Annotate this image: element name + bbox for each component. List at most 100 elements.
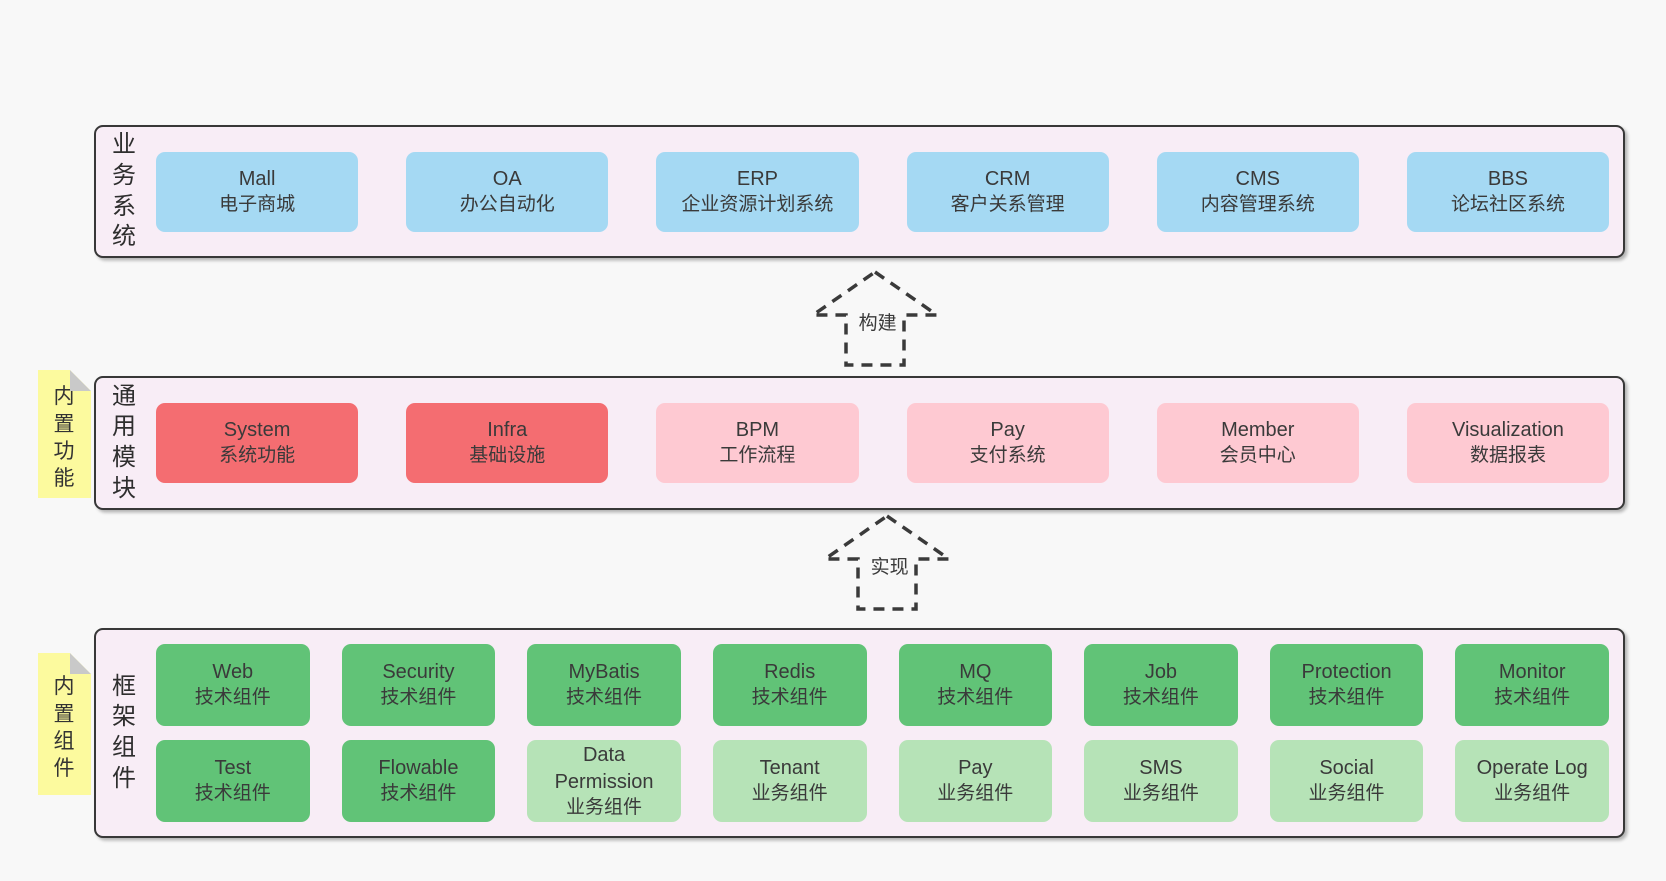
dashed-up-arrow-icon bbox=[822, 513, 952, 611]
implement-arrow-icon: 实现 bbox=[822, 512, 952, 612]
box-title: OA bbox=[492, 167, 522, 190]
box-monitor: Monitor 技术组件 bbox=[1455, 644, 1609, 726]
box-subtitle: 论坛社区系统 bbox=[1450, 193, 1565, 215]
box-title: Web bbox=[212, 661, 254, 684]
box-title: CMS bbox=[1235, 167, 1280, 190]
box-bpm: BPM 工作流程 bbox=[656, 403, 859, 483]
box-infra: Infra 基础设施 bbox=[406, 403, 609, 483]
box-title: Pay bbox=[958, 757, 993, 780]
box-subtitle: 支付系统 bbox=[969, 445, 1046, 467]
box-web: Web 技术组件 bbox=[156, 644, 310, 726]
box-sms: SMS 业务组件 bbox=[1084, 740, 1238, 822]
sticky-note-built-in-features: 内置功能 bbox=[38, 370, 91, 498]
box-bbs: BBS 论坛社区系统 bbox=[1406, 151, 1610, 232]
box-mybatis: MyBatis 技术组件 bbox=[527, 644, 681, 726]
band-label-framework-components: 框架组件 bbox=[112, 672, 136, 792]
box-title: Job bbox=[1144, 661, 1178, 684]
box-flowable: Flowable 技术组件 bbox=[341, 740, 496, 822]
box-subtitle: 企业资源计划系统 bbox=[681, 193, 834, 215]
box-title: Social bbox=[1319, 757, 1374, 780]
box-security: Security 技术组件 bbox=[341, 644, 496, 726]
box-subtitle: 办公自动化 bbox=[459, 193, 555, 215]
box-subtitle: 技术组件 bbox=[1122, 687, 1199, 709]
sticky-note-built-in-components: 内置组件 bbox=[38, 653, 91, 795]
box-job: Job 技术组件 bbox=[1084, 644, 1238, 726]
box-title: Infra bbox=[487, 419, 528, 442]
band-label-business-systems: 业务系统 bbox=[112, 131, 136, 251]
box-subtitle: 业务组件 bbox=[1494, 783, 1571, 805]
box-subtitle: 技术组件 bbox=[194, 687, 271, 709]
box-subtitle: 业务组件 bbox=[1122, 783, 1199, 805]
box-pay-component: Pay 业务组件 bbox=[898, 740, 1053, 822]
box-subtitle: 电子商城 bbox=[219, 193, 296, 215]
box-subtitle: 会员中心 bbox=[1219, 445, 1296, 467]
box-subtitle: 技术组件 bbox=[566, 687, 643, 709]
box-subtitle: 技术组件 bbox=[937, 687, 1014, 709]
box-operate-log: Operate Log 业务组件 bbox=[1455, 740, 1609, 822]
box-subtitle: 数据报表 bbox=[1469, 445, 1546, 467]
sticky-note-label: 内置组件 bbox=[53, 675, 75, 781]
box-subtitle: 技术组件 bbox=[751, 687, 828, 709]
box-title: Flowable bbox=[378, 757, 459, 780]
box-social: Social 业务组件 bbox=[1269, 740, 1424, 822]
box-subtitle: 业务组件 bbox=[751, 783, 828, 805]
framework-components-rows: Web 技术组件 Security 技术组件 MyBatis 技术组件 Redi… bbox=[156, 644, 1609, 822]
box-title: Protection bbox=[1301, 661, 1392, 684]
framework-row-1: Web 技术组件 Security 技术组件 MyBatis 技术组件 Redi… bbox=[156, 644, 1609, 726]
box-title: Monitor bbox=[1498, 661, 1566, 684]
box-subtitle: 技术组件 bbox=[1308, 687, 1385, 709]
box-member: Member 会员中心 bbox=[1156, 403, 1359, 483]
box-subtitle: 业务组件 bbox=[566, 796, 643, 818]
box-cms: CMS 内容管理系统 bbox=[1156, 151, 1359, 232]
box-title: Redis bbox=[764, 661, 816, 684]
box-title: System bbox=[223, 419, 291, 442]
box-title: Data Permission bbox=[554, 743, 654, 793]
box-redis: Redis 技术组件 bbox=[712, 644, 867, 726]
box-oa: OA 办公自动化 bbox=[406, 151, 609, 232]
box-subtitle: 系统功能 bbox=[219, 445, 296, 467]
box-subtitle: 技术组件 bbox=[194, 783, 271, 805]
box-data-permission: Data Permission 业务组件 bbox=[527, 740, 681, 822]
box-title: Tenant bbox=[759, 757, 820, 780]
box-title: Test bbox=[214, 757, 252, 780]
implement-arrow-label: 实现 bbox=[867, 552, 912, 579]
box-title: BPM bbox=[735, 419, 780, 442]
box-subtitle: 业务组件 bbox=[937, 783, 1014, 805]
box-tenant: Tenant 业务组件 bbox=[712, 740, 867, 822]
box-title: ERP bbox=[736, 167, 778, 190]
common-modules-row: System 系统功能 Infra 基础设施 BPM 工作流程 Pay 支付系统… bbox=[156, 403, 1610, 483]
box-title: Member bbox=[1221, 419, 1295, 442]
folded-corner-icon bbox=[70, 653, 91, 674]
box-subtitle: 工作流程 bbox=[719, 445, 796, 467]
box-subtitle: 技术组件 bbox=[380, 687, 457, 709]
box-system: System 系统功能 bbox=[156, 403, 359, 483]
framework-row-2: Test 技术组件 Flowable 技术组件 Data Permission … bbox=[156, 740, 1609, 822]
folded-corner-icon bbox=[70, 370, 91, 391]
box-title: Visualization bbox=[1451, 419, 1564, 442]
box-title: MQ bbox=[959, 661, 992, 684]
box-protection: Protection 技术组件 bbox=[1269, 644, 1424, 726]
box-title: BBS bbox=[1487, 167, 1528, 190]
dashed-up-arrow-icon bbox=[810, 269, 940, 367]
box-mq: MQ 技术组件 bbox=[898, 644, 1053, 726]
box-subtitle: 业务组件 bbox=[1308, 783, 1385, 805]
box-crm: CRM 客户关系管理 bbox=[906, 151, 1109, 232]
box-title: Operate Log bbox=[1476, 757, 1588, 780]
band-business-systems: 业务系统 Mall 电子商城 OA 办公自动化 ERP 企业资源计划系统 CRM… bbox=[94, 125, 1625, 258]
band-common-modules: 通用模块 System 系统功能 Infra 基础设施 BPM 工作流程 Pay… bbox=[94, 376, 1625, 510]
sticky-note-label: 内置功能 bbox=[53, 385, 75, 491]
box-test: Test 技术组件 bbox=[156, 740, 310, 822]
box-title: Pay bbox=[990, 419, 1025, 442]
box-title: SMS bbox=[1139, 757, 1183, 780]
band-label-common-modules: 通用模块 bbox=[112, 382, 136, 502]
box-subtitle: 技术组件 bbox=[1494, 687, 1571, 709]
box-subtitle: 技术组件 bbox=[380, 783, 457, 805]
box-pay-module: Pay 支付系统 bbox=[906, 403, 1109, 483]
build-arrow-icon: 构建 bbox=[810, 268, 940, 368]
box-title: Mall bbox=[238, 167, 276, 190]
box-title: CRM bbox=[984, 167, 1031, 190]
business-systems-row: Mall 电子商城 OA 办公自动化 ERP 企业资源计划系统 CRM 客户关系… bbox=[156, 151, 1610, 232]
box-visualization: Visualization 数据报表 bbox=[1406, 403, 1610, 483]
box-subtitle: 基础设施 bbox=[469, 445, 546, 467]
